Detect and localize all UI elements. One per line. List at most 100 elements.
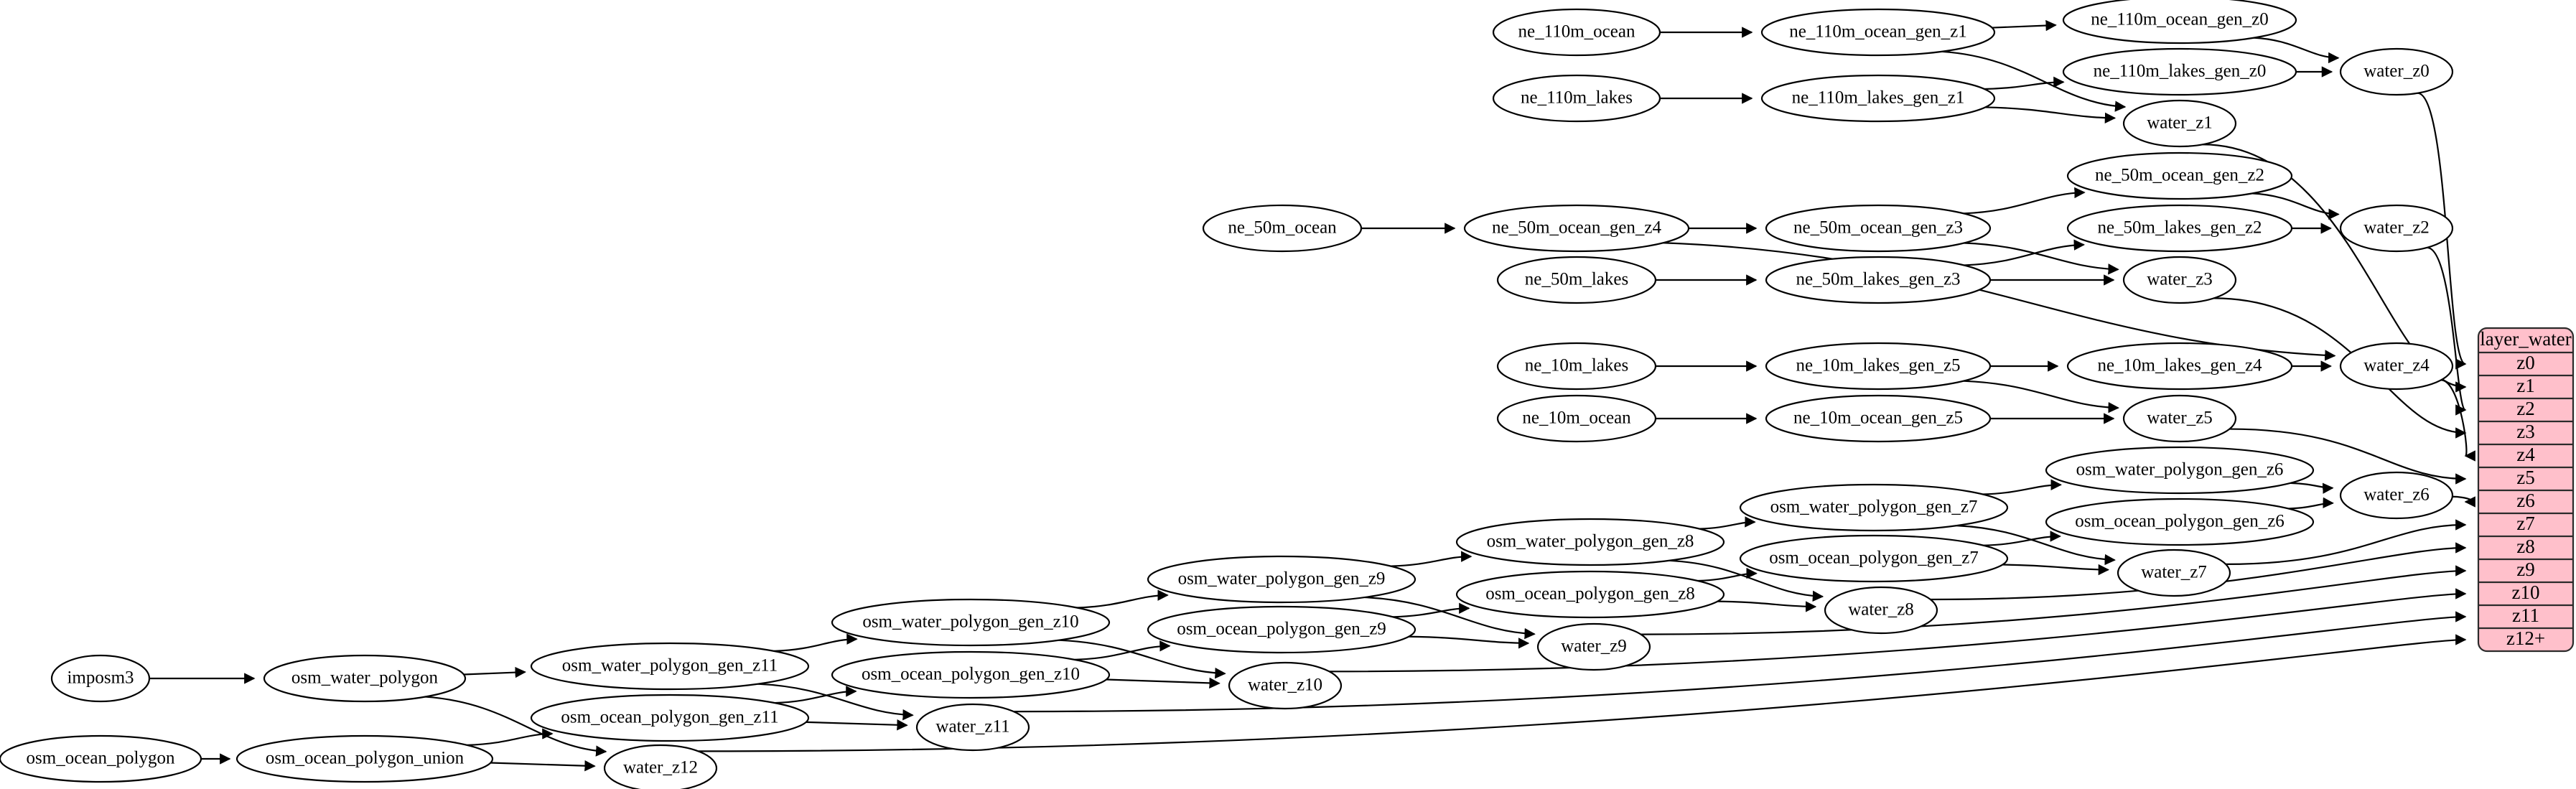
node-ellipse — [235, 734, 494, 783]
node-label: ne_50m_ocean_gen_z4 — [1492, 218, 1662, 238]
graph-node-ne-110m-ocean-gen-z1[interactable]: ne_110m_ocean_gen_z1 — [1760, 8, 1996, 57]
layer-water-row-z7[interactable]: z7 — [2516, 513, 2534, 534]
graph-edge — [1058, 639, 1226, 679]
graph-node-osm-ocean-polygon-gen-z8[interactable]: osm_ocean_polygon_gen_z8 — [1455, 570, 1725, 619]
graph-node-water-z8[interactable]: water_z8 — [1824, 586, 1938, 635]
graph-node-ne-10m-ocean-gen-z5[interactable]: ne_10m_ocean_gen_z5 — [1765, 394, 1992, 443]
node-label: ne_110m_lakes_gen_z0 — [2094, 62, 2267, 81]
graph-edge — [773, 633, 858, 652]
layer-water-row-z9[interactable]: z9 — [2516, 559, 2534, 580]
graph-node-osm-ocean-polygon-union[interactable]: osm_ocean_polygon_union — [235, 734, 494, 783]
graph-node-ne-110m-lakes[interactable]: ne_110m_lakes — [1492, 74, 1661, 123]
graph-node-ne-10m-lakes-gen-z5[interactable]: ne_10m_lakes_gen_z5 — [1765, 342, 1992, 391]
graph-node-ne-10m-lakes[interactable]: ne_10m_lakes — [1496, 342, 1657, 391]
graph-node-imposm3[interactable]: imposm3 — [50, 654, 151, 703]
edge-to-layer-water — [2226, 519, 2467, 566]
graph-node-osm-water-polygon[interactable]: osm_water_polygon — [263, 654, 467, 703]
layer-water-row-z2[interactable]: z2 — [2516, 398, 2534, 419]
graph-node-water-z9[interactable]: water_z9 — [1536, 622, 1651, 671]
graph-node-ne-10m-lakes-gen-z4[interactable]: ne_10m_lakes_gen_z4 — [2066, 342, 2293, 391]
graph-node-ne-110m-lakes-gen-z1[interactable]: ne_110m_lakes_gen_z1 — [1760, 74, 1996, 123]
graph-edge — [490, 760, 596, 772]
layer-water-row-z3[interactable]: z3 — [2516, 421, 2534, 442]
graph-node-water-z10[interactable]: water_z10 — [1228, 661, 1343, 710]
layer-water-row-z11[interactable]: z11 — [2512, 604, 2539, 626]
graph-node-ne-50m-lakes-gen-z2[interactable]: ne_50m_lakes_gen_z2 — [2066, 204, 2293, 253]
layer-water-row-z0[interactable]: z0 — [2516, 352, 2534, 373]
layer-water-row-z12plus[interactable]: z12+ — [2506, 627, 2545, 649]
edge-to-layer-water — [1641, 565, 2467, 635]
node-label: osm_water_polygon_gen_z8 — [1487, 532, 1694, 551]
graph-node-osm-water-polygon-gen-z9[interactable]: osm_water_polygon_gen_z9 — [1147, 555, 1417, 604]
node-label: ne_50m_lakes — [1525, 270, 1628, 289]
node-ellipse — [831, 598, 1111, 647]
layer-water-row-z10[interactable]: z10 — [2512, 582, 2540, 603]
node-label: water_z11 — [935, 717, 1009, 737]
graph-edge — [2288, 497, 2334, 510]
graph-edge — [1699, 516, 1756, 530]
node-label: water_z6 — [2363, 485, 2430, 505]
graph-node-ne-50m-ocean-gen-z2[interactable]: ne_50m_ocean_gen_z2 — [2066, 151, 2293, 200]
layer-water-table[interactable]: layer_waterz0z1z2z3z4z5z6z7z8z9z10z11z12… — [2477, 327, 2575, 653]
node-ellipse — [1147, 605, 1417, 654]
graph-node-osm-ocean-polygon[interactable]: osm_ocean_polygon — [0, 734, 202, 783]
graph-node-osm-water-polygon-gen-z11[interactable]: osm_water_polygon_gen_z11 — [530, 642, 810, 691]
layer-water-row-z5[interactable]: z5 — [2516, 467, 2534, 488]
graph-node-ne-50m-lakes-gen-z3[interactable]: ne_50m_lakes_gen_z3 — [1765, 256, 1992, 304]
node-label: ne_50m_ocean_gen_z3 — [1793, 218, 1963, 238]
node-ellipse — [2117, 548, 2231, 597]
node-label: ne_50m_ocean — [1228, 218, 1337, 238]
graph-edge — [1075, 640, 1171, 660]
node-ellipse — [2122, 99, 2237, 148]
graph-node-osm-ocean-polygon-gen-z7[interactable]: osm_ocean_polygon_gen_z7 — [1739, 534, 2009, 583]
graph-node-ne-50m-ocean-gen-z3[interactable]: ne_50m_ocean_gen_z3 — [1765, 204, 1992, 253]
graph-node-water-z6[interactable]: water_z6 — [2339, 471, 2454, 520]
layer-water-row-z4[interactable]: z4 — [2516, 444, 2535, 465]
graph-node-water-z11[interactable]: water_z11 — [915, 703, 1030, 752]
graph-node-water-z5[interactable]: water_z5 — [2122, 394, 2237, 443]
graph-node-water-z3[interactable]: water_z3 — [2122, 256, 2237, 304]
graph-node-water-z4[interactable]: water_z4 — [2339, 342, 2454, 391]
graph-node-osm-water-polygon-gen-z10[interactable]: osm_water_polygon_gen_z10 — [831, 598, 1111, 647]
node-label: osm_water_polygon_gen_z11 — [562, 656, 778, 676]
graph-node-ne-50m-lakes[interactable]: ne_50m_lakes — [1496, 256, 1657, 304]
node-label: osm_water_polygon — [291, 668, 439, 688]
graph-node-water-z7[interactable]: water_z7 — [2117, 548, 2231, 597]
node-label: ne_110m_ocean_gen_z0 — [2091, 10, 2269, 29]
graph-node-ne-110m-lakes-gen-z0[interactable]: ne_110m_lakes_gen_z0 — [2062, 47, 2297, 96]
graph-node-osm-water-polygon-gen-z7[interactable]: osm_water_polygon_gen_z7 — [1739, 483, 2009, 532]
node-ellipse — [2339, 342, 2454, 391]
layer-water-row-z8[interactable]: z8 — [2516, 536, 2534, 557]
graph-node-osm-water-polygon-gen-z6[interactable]: osm_water_polygon_gen_z6 — [2045, 446, 2315, 495]
graph-node-water-z2[interactable]: water_z2 — [2339, 204, 2454, 253]
graph-node-ne-110m-ocean[interactable]: ne_110m_ocean — [1492, 8, 1661, 57]
graph-node-ne-110m-ocean-gen-z0[interactable]: ne_110m_ocean_gen_z0 — [2062, 0, 2297, 45]
graph-node-osm-ocean-polygon-gen-z11[interactable]: osm_ocean_polygon_gen_z11 — [530, 694, 810, 742]
node-label: osm_water_polygon_gen_z6 — [2076, 460, 2284, 480]
graph-node-water-z0[interactable]: water_z0 — [2339, 47, 2454, 96]
graph-node-osm-ocean-polygon-gen-z9[interactable]: osm_ocean_polygon_gen_z9 — [1147, 605, 1417, 654]
graph-edge — [1963, 187, 2086, 215]
graph-node-ne-50m-ocean-gen-z4[interactable]: ne_50m_ocean_gen_z4 — [1463, 204, 1690, 253]
node-ellipse — [1765, 204, 1992, 253]
graph-node-osm-ocean-polygon-gen-z10[interactable]: osm_ocean_polygon_gen_z10 — [831, 650, 1111, 699]
graph-edge — [1364, 596, 1536, 640]
graph-node-water-z12[interactable]: water_z12 — [603, 744, 718, 789]
node-label: osm_water_polygon_gen_z10 — [862, 612, 1078, 632]
node-ellipse — [2062, 47, 2297, 96]
node-label: ne_10m_ocean — [1522, 408, 1631, 428]
node-label: ne_110m_ocean — [1518, 22, 1635, 42]
graph-node-ne-10m-ocean[interactable]: ne_10m_ocean — [1496, 394, 1657, 443]
graph-node-ne-50m-ocean[interactable]: ne_50m_ocean — [1202, 204, 1363, 253]
graph-node-water-z1[interactable]: water_z1 — [2122, 99, 2237, 148]
node-label: ne_50m_lakes_gen_z2 — [2097, 218, 2262, 238]
node-ellipse — [2066, 342, 2293, 391]
node-label: water_z9 — [1561, 637, 1627, 656]
node-label: osm_ocean_polygon_gen_z10 — [862, 665, 1080, 684]
layer-water-row-z1[interactable]: z1 — [2516, 375, 2534, 396]
graph-node-osm-ocean-polygon-gen-z6[interactable]: osm_ocean_polygon_gen_z6 — [2045, 498, 2315, 546]
layer-water-row-z6[interactable]: z6 — [2516, 490, 2534, 511]
node-ellipse — [1492, 8, 1661, 57]
graph-node-osm-water-polygon-gen-z8[interactable]: osm_water_polygon_gen_z8 — [1455, 518, 1725, 566]
